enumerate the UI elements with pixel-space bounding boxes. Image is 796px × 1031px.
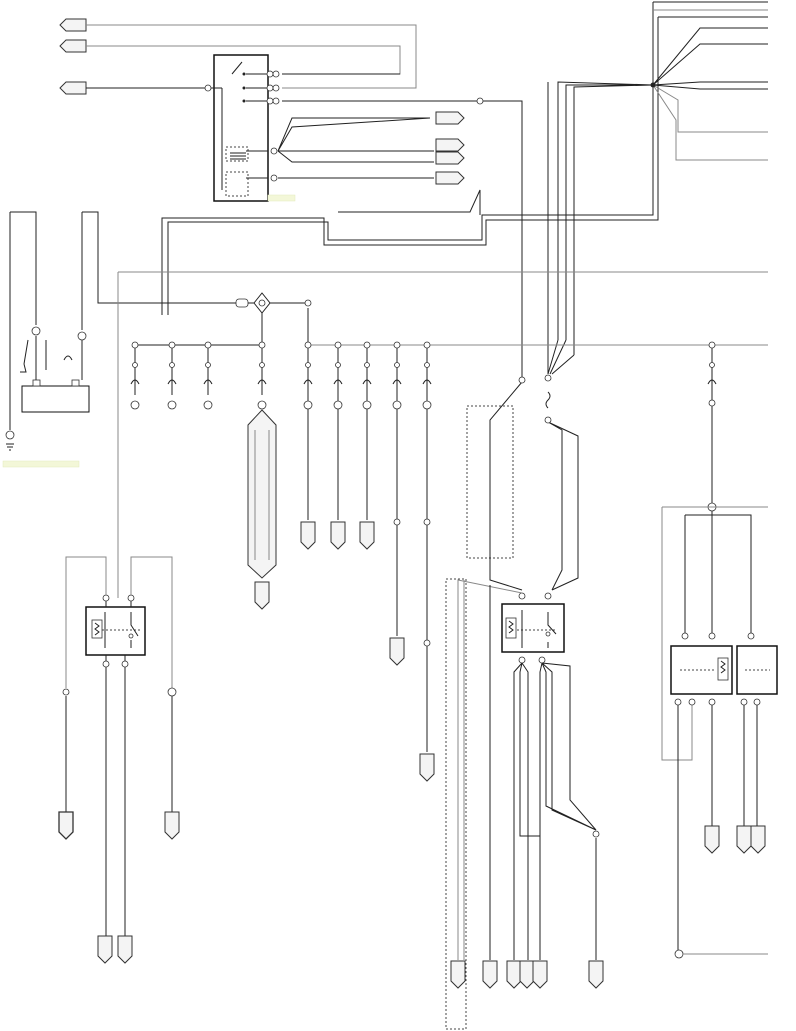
connector-relay-left-2	[164, 811, 180, 840]
fusible-link	[235, 298, 249, 308]
connector-tag-long	[254, 581, 270, 610]
fuse-5	[303, 341, 313, 520]
ground-icon	[5, 430, 15, 440]
fuse-10	[707, 341, 717, 510]
top-switch-module	[204, 54, 523, 380]
battery	[21, 385, 90, 413]
connector-tag-7	[435, 171, 465, 185]
fuse-1	[130, 341, 140, 410]
fuse-row	[130, 308, 768, 752]
connector-down-2	[330, 521, 346, 550]
connector-center-4	[519, 960, 535, 989]
connector-center-6	[588, 960, 604, 989]
fuse-9	[422, 341, 432, 752]
fuse-7	[362, 341, 372, 520]
connector-down-3	[359, 521, 375, 550]
connector-center-5	[532, 960, 548, 989]
connector-tag-1	[59, 18, 87, 32]
connector-center-1	[450, 960, 466, 989]
connector-tag-3	[59, 81, 87, 95]
battery-circuit	[2, 211, 235, 468]
connector-relay-left-1	[58, 811, 74, 840]
drop-connectors-mid	[300, 521, 435, 782]
connector-right-1	[704, 825, 720, 854]
long-harness-connector	[247, 409, 277, 610]
connector-down-4	[389, 637, 405, 666]
connector-down-5	[419, 753, 435, 782]
connector-right-2	[736, 825, 752, 854]
connector-right-3	[750, 825, 766, 854]
main-fuse-junction	[117, 271, 768, 598]
top-right-connectors	[435, 111, 465, 185]
connector-tag-2	[59, 39, 87, 53]
relay-center	[445, 374, 604, 1030]
connector-down-1	[300, 521, 316, 550]
switch-module-box	[213, 54, 269, 202]
fuse-3	[203, 341, 213, 410]
splice-point-top	[650, 82, 656, 88]
connector-tag-6	[435, 151, 465, 165]
connector-relay-left-4	[117, 935, 133, 964]
fuse-8	[392, 341, 402, 636]
connector-relay-left-3	[97, 935, 113, 964]
connector-center-3	[506, 960, 522, 989]
label-highlight-top	[267, 194, 296, 202]
connector-center-2	[482, 960, 498, 989]
relay-right-pair	[661, 502, 778, 959]
fuse-2	[167, 341, 177, 410]
connector-tag-5	[435, 138, 465, 152]
fuse-6	[333, 341, 343, 520]
fuse-4	[257, 341, 267, 410]
connector-tag-4	[435, 111, 465, 125]
relay-left	[58, 556, 180, 964]
upper-harness-bundle	[161, 1, 768, 375]
label-highlight-left	[2, 460, 80, 468]
